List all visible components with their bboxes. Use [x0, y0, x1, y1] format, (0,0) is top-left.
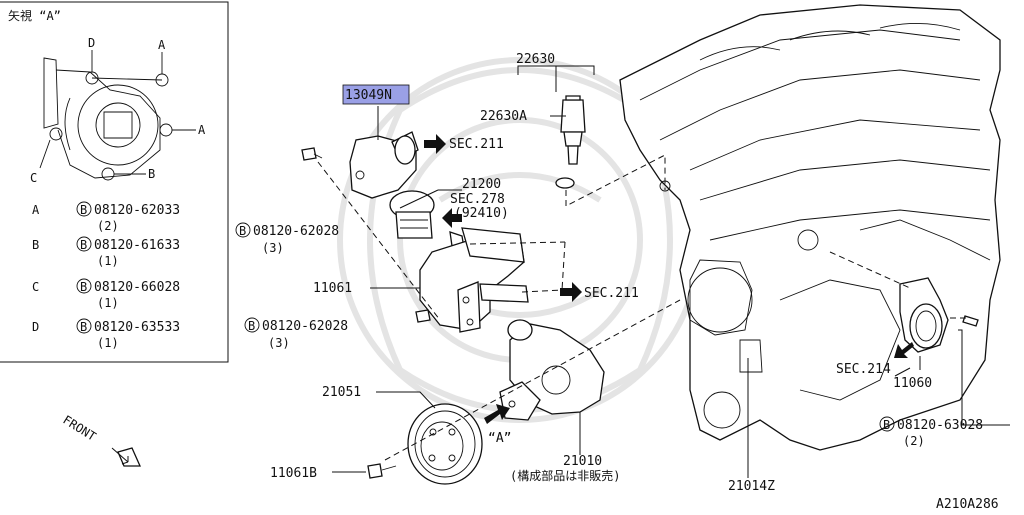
- highlight-box: [342, 84, 410, 105]
- inset-legend: A B 08120-62033 (2) B B 08120-61633 (1) …: [32, 201, 180, 350]
- housing-11061: [419, 227, 529, 333]
- section-ref-211-mid: SEC.211: [584, 286, 639, 301]
- bolt3-qty: (2): [903, 434, 925, 448]
- legend-part: 08120-66028: [94, 280, 180, 295]
- part-label-11061b: 11061B: [270, 466, 317, 481]
- thermostat-21200: [389, 190, 465, 249]
- legend-circle: B: [80, 203, 87, 217]
- part-label-bolt1: 08120-62028: [253, 224, 339, 239]
- section-ref-278: SEC.278: [450, 192, 505, 207]
- section-ref-278-sub: (92410): [454, 206, 509, 221]
- arrow-view-a: [484, 404, 510, 424]
- part-label-21014z: 21014Z: [728, 479, 775, 494]
- part-label-22630: 22630: [516, 52, 555, 67]
- assembly-dashed-lines: [317, 154, 970, 461]
- part-label-bolt3: 08120-63028: [897, 418, 983, 433]
- arrow-sec214: [894, 342, 914, 358]
- legend-qty: (1): [97, 336, 119, 350]
- engine-block: [619, 4, 1001, 451]
- outlet-11060: [899, 277, 979, 353]
- inset-title: 矢視 “A”: [8, 8, 61, 23]
- legend-part: 08120-61633: [94, 238, 180, 253]
- legend-part: 08120-62033: [94, 203, 180, 218]
- circle-marker: [244, 317, 260, 333]
- part-label-22630a: 22630A: [480, 109, 527, 124]
- inset-mark-a1: A: [158, 38, 166, 52]
- legend-key: A: [32, 203, 40, 217]
- inset-view-a: 矢視 “A” D A A B C A B 08120-62033 (2) B B…: [0, 1, 229, 363]
- part-label-21200: 21200: [462, 177, 501, 192]
- inset-mark-b: B: [148, 167, 155, 181]
- arrow-sec278: [442, 208, 462, 228]
- legend-part: 08120-63533: [94, 320, 180, 335]
- section-ref-211-top: SEC.211: [449, 137, 504, 152]
- circle-marker: [879, 416, 895, 432]
- legend-circle: B: [80, 238, 87, 252]
- part-label-bolt2: 08120-62028: [262, 319, 348, 334]
- bolt-bottom: [367, 463, 397, 479]
- arrow-front: [111, 447, 142, 467]
- legend-qty: (2): [97, 219, 119, 233]
- part-label-21010: 21010: [563, 454, 602, 469]
- inset-mark-a2: A: [198, 123, 206, 137]
- circle-marker: [235, 222, 251, 238]
- view-a-label: “A”: [488, 431, 511, 446]
- bolt-top: [301, 147, 323, 161]
- part-label-11060: 11060: [893, 376, 932, 391]
- legend-key: C: [32, 280, 39, 294]
- part-label-11061: 11061: [313, 281, 352, 296]
- bolt1-circle: B: [239, 224, 246, 238]
- bolt2-qty: (3): [268, 336, 290, 350]
- front-label: FRONT: [60, 413, 98, 444]
- section-ref-214: SEC.214: [836, 362, 891, 377]
- leader-lines: [332, 65, 1010, 478]
- legend-qty: (1): [97, 254, 119, 268]
- bolt1-qty: (3): [262, 241, 284, 255]
- legend-circle: B: [80, 320, 87, 334]
- part-label-21051: 21051: [322, 385, 361, 400]
- arrow-sec211-top: [424, 134, 446, 154]
- pulley-21051: [407, 403, 483, 485]
- sensor-22630: [555, 95, 586, 189]
- bolt3-circle: B: [883, 418, 890, 432]
- legend-qty: (1): [97, 296, 119, 310]
- bolt-mid: [415, 309, 431, 323]
- legend-key: B: [32, 238, 39, 252]
- water-outlet-13049n: [349, 131, 419, 199]
- part-label-13049n: 13049N: [345, 88, 392, 103]
- inset-mark-c: C: [30, 171, 37, 185]
- bolt2-circle: B: [248, 319, 255, 333]
- water-pump-21010: [499, 319, 605, 421]
- legend-key: D: [32, 320, 39, 334]
- arrow-sec211-mid: [560, 282, 582, 302]
- figure-id: A210A286: [936, 497, 999, 511]
- part-note-21010: (構成部品は非販売): [510, 468, 620, 483]
- legend-circle: B: [80, 280, 87, 294]
- inset-mark-d: D: [88, 36, 95, 50]
